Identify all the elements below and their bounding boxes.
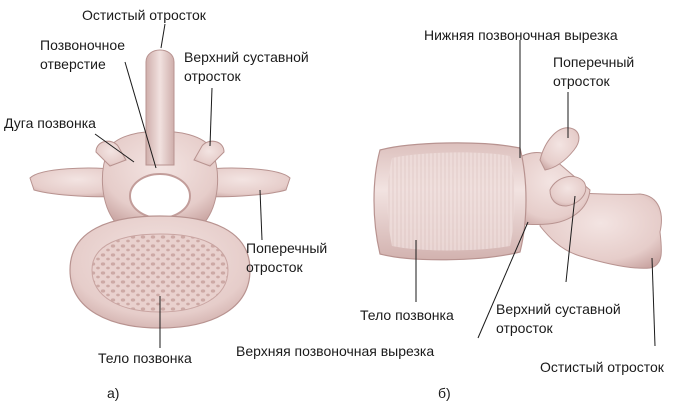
- label-a-body: Тело позвонка: [98, 350, 192, 366]
- superior-articular-side: [549, 175, 587, 207]
- label-b-sup-articular-2: отросток: [496, 320, 554, 336]
- label-b-transverse-1: Поперечный: [553, 54, 634, 70]
- caption-a: а): [107, 385, 119, 401]
- leader-lines-b: [415, 40, 656, 347]
- label-a-foramen-2: отверстие: [40, 56, 106, 72]
- label-b-transverse-2: отросток: [553, 73, 611, 89]
- vertebral-foramen: [129, 173, 191, 219]
- transverse-process-side: [539, 127, 580, 171]
- body-striations: [387, 152, 515, 251]
- caption-b: б): [438, 385, 451, 401]
- label-a-sup-articular-2: отросток: [184, 68, 242, 84]
- label-a-sup-articular-1: Верхний суставной: [184, 49, 309, 65]
- cancellous-bone: [91, 233, 229, 313]
- label-b-superior-notch: Верхняя позвоночная вырезка: [236, 343, 434, 359]
- label-a-spinous: Остистый отросток: [82, 7, 207, 23]
- label-b-inferior-notch: Нижняя позвоночная вырезка: [424, 27, 618, 43]
- label-b-body: Тело позвонка: [360, 307, 454, 323]
- vertebra-side-view: [373, 127, 662, 269]
- label-b-sup-articular-1: Верхний суставной: [496, 301, 621, 317]
- spinous-process: [145, 49, 175, 166]
- label-a-transverse-1: Поперечный: [246, 240, 327, 256]
- label-b-spinous: Остистый отросток: [540, 359, 665, 375]
- superior-articular-left: [95, 140, 127, 167]
- label-a-arch: Дуга позвонка: [4, 115, 96, 131]
- vertebra-top-view: [29, 49, 291, 329]
- label-a-foramen-1: Позвоночное: [40, 37, 125, 53]
- leader-lines-a: [94, 23, 263, 348]
- label-a-transverse-2: отросток: [246, 259, 304, 275]
